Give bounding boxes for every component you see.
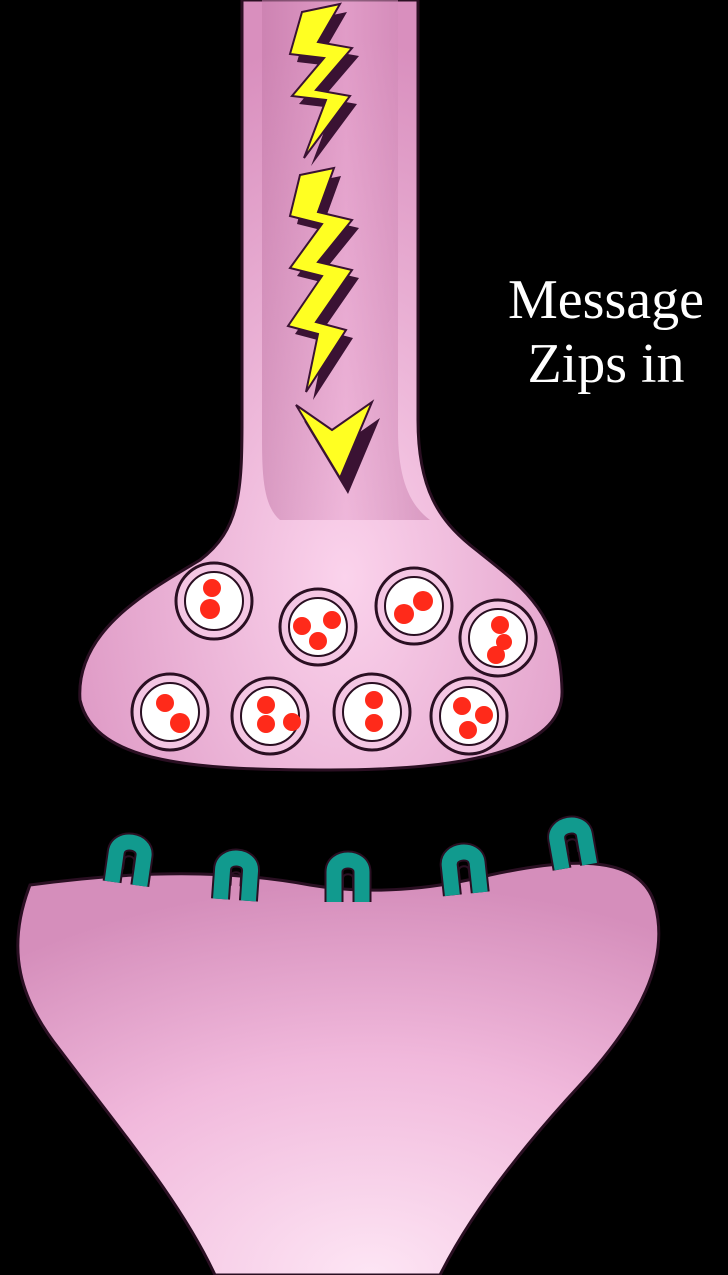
neurotransmitter xyxy=(323,611,341,629)
caption-line-2: Zips in xyxy=(484,332,728,396)
neurotransmitter xyxy=(257,696,275,714)
neurotransmitter xyxy=(413,591,433,611)
vesicle xyxy=(431,678,507,754)
neurotransmitter xyxy=(475,706,493,724)
neurotransmitter xyxy=(459,721,477,739)
vesicle xyxy=(376,568,452,644)
vesicle xyxy=(232,678,308,754)
dendrite xyxy=(18,863,659,1275)
vesicle xyxy=(460,600,536,676)
neurotransmitter xyxy=(200,599,220,619)
vesicle xyxy=(132,674,208,750)
neurotransmitter xyxy=(365,691,383,709)
dendrite-membrane xyxy=(18,863,659,1275)
vesicle xyxy=(280,589,356,665)
vesicle xyxy=(334,674,410,750)
caption: Message Zips in xyxy=(484,268,728,396)
neurotransmitter xyxy=(257,715,275,733)
neurotransmitter xyxy=(309,632,327,650)
neurotransmitter xyxy=(487,646,505,664)
neurotransmitter xyxy=(203,579,221,597)
neurotransmitter xyxy=(394,604,414,624)
neurotransmitter xyxy=(453,697,471,715)
neurotransmitter xyxy=(170,713,190,733)
neurotransmitter xyxy=(491,616,509,634)
caption-line-1: Message xyxy=(484,268,728,332)
neurotransmitter xyxy=(365,714,383,732)
neurotransmitter xyxy=(156,694,174,712)
neurotransmitter xyxy=(283,713,301,731)
neurotransmitter xyxy=(293,617,311,635)
vesicle xyxy=(176,563,252,639)
